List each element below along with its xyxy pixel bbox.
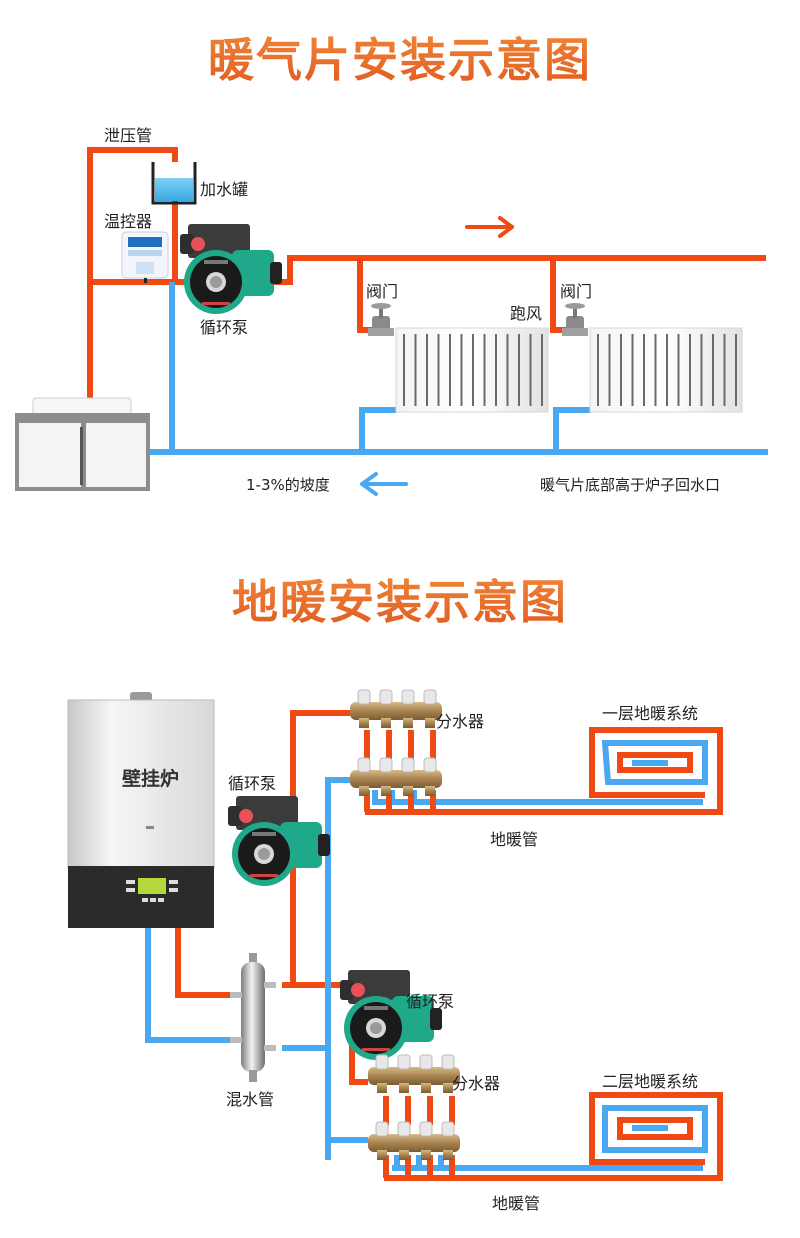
circulation-pump-label: 循环泵 xyxy=(200,318,249,337)
upper-return-manifold-icon xyxy=(349,757,443,797)
wall-boiler-icon xyxy=(67,692,215,928)
lower-supply-manifold-icon xyxy=(367,1054,461,1094)
height-note-label: 暖气片底部高于炉子回水口 xyxy=(540,476,721,494)
expansion-tank-icon xyxy=(151,162,197,205)
radiator-system xyxy=(15,147,768,496)
expansion-tank-label: 加水罐 xyxy=(200,180,249,199)
circulation-pump-icon xyxy=(180,224,282,314)
upper-supply-manifold-icon xyxy=(349,689,443,729)
floor-hot-pipes xyxy=(175,710,455,1178)
radiator-1-icon xyxy=(395,327,549,413)
lower-pump-label: 循环泵 xyxy=(406,992,455,1011)
upper-pump-label: 循环泵 xyxy=(228,774,277,793)
boiler-cabinet-icon xyxy=(15,397,150,491)
radiator-2-icon xyxy=(589,327,743,413)
return-flow-arrow-icon xyxy=(360,472,408,496)
mixing-tube-label: 混水管 xyxy=(226,1090,275,1109)
floor1-heating-loop xyxy=(365,727,723,815)
thermostat-label: 温控器 xyxy=(104,212,153,231)
thermostat-icon xyxy=(121,231,169,283)
floor2-pipe-label: 地暖管 xyxy=(492,1194,541,1213)
radiator-diagram-title: 暖气片安装示意图 xyxy=(0,24,800,90)
floor-heating-diagram-title: 地暖安装示意图 xyxy=(0,566,800,632)
upper-manifold-label: 分水器 xyxy=(436,712,485,731)
valve-1-label: 阀门 xyxy=(366,282,399,301)
slope-note-label: 1-3%的坡度 xyxy=(246,476,330,494)
floor2-system-label: 二层地暖系统 xyxy=(602,1072,699,1091)
valve-2-icon xyxy=(562,303,588,336)
floor1-system-label: 一层地暖系统 xyxy=(602,704,699,723)
valve-1-icon xyxy=(368,303,394,336)
cold-return-pipes xyxy=(150,282,768,455)
floor2-heating-loop xyxy=(384,1092,723,1181)
floor1-pipe-label: 地暖管 xyxy=(490,830,539,849)
floor-heating-system xyxy=(67,689,723,1181)
upper-circulation-pump-icon xyxy=(228,796,330,886)
air-vent-label: 跑风 xyxy=(510,304,543,323)
floor-cold-pipes xyxy=(145,777,368,1160)
lower-return-manifold-icon xyxy=(367,1121,461,1161)
supply-flow-arrow-icon xyxy=(465,216,514,238)
mixing-tube-icon xyxy=(230,953,276,1082)
lower-manifold-label: 分水器 xyxy=(452,1074,501,1093)
valve-2-label: 阀门 xyxy=(560,282,593,301)
lower-circulation-pump-icon xyxy=(340,970,442,1060)
wall-boiler-label: 壁挂炉 xyxy=(122,768,180,790)
pressure-relief-pipe-label: 泄压管 xyxy=(104,126,153,145)
